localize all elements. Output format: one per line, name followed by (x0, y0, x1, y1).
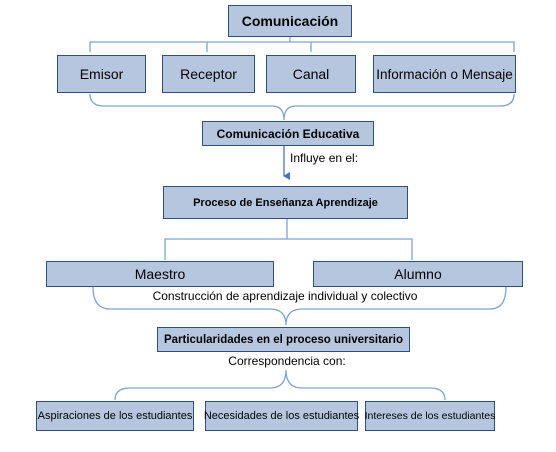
bracket-top (89, 41, 515, 52)
construccion-label: Construcción de aprendizaje individual y… (152, 289, 418, 303)
box-maestro: Maestro (46, 261, 274, 287)
influye-label: Influye en el: (290, 151, 359, 165)
brace-particularidades (114, 369, 446, 401)
receptor-label: Receptor (180, 66, 237, 82)
box-emisor: Emisor (57, 55, 146, 93)
box-comunicacion: Comunicación (228, 5, 352, 37)
aspiraciones-label: Aspiraciones de los estudiantes (37, 410, 193, 422)
box-particularidades: Particularidades en el proceso universit… (157, 327, 410, 352)
alumno-label: Alumno (394, 266, 442, 282)
brace-elements (89, 93, 515, 121)
box-necesidades: Necesidades de los estudiantes (203, 401, 360, 431)
bracket-proceso (164, 238, 413, 260)
comunicacion-title: Comunicación (241, 13, 339, 29)
brace-roles (92, 286, 507, 326)
necesidades-label: Necesidades de los estudiantes (203, 410, 360, 422)
box-alumno: Alumno (313, 261, 523, 287)
box-aspiraciones: Aspiraciones de los estudiantes (36, 401, 194, 431)
box-proceso: Proceso de Enseñanza Aprendizaje (163, 186, 408, 219)
informacion-label: Información o Mensaje (376, 66, 513, 82)
box-intereses: Intereses de los estudiantes (365, 401, 495, 431)
maestro-label: Maestro (134, 266, 186, 282)
box-canal: Canal (266, 55, 356, 93)
intereses-label: Intereses de los estudiantes (364, 410, 496, 422)
box-comunicacion-educativa: Comunicación Educativa (202, 121, 374, 146)
correspondencia-label: Correspondencia con: (228, 354, 346, 368)
particularidades-title: Particularidades en el proceso universit… (163, 333, 404, 346)
box-informacion: Información o Mensaje (373, 55, 516, 93)
proceso-title: Proceso de Enseñanza Aprendizaje (193, 196, 378, 209)
emisor-label: Emisor (79, 66, 124, 82)
educativa-title: Comunicación Educativa (216, 126, 360, 141)
box-receptor: Receptor (162, 55, 255, 93)
canal-label: Canal (292, 66, 330, 82)
